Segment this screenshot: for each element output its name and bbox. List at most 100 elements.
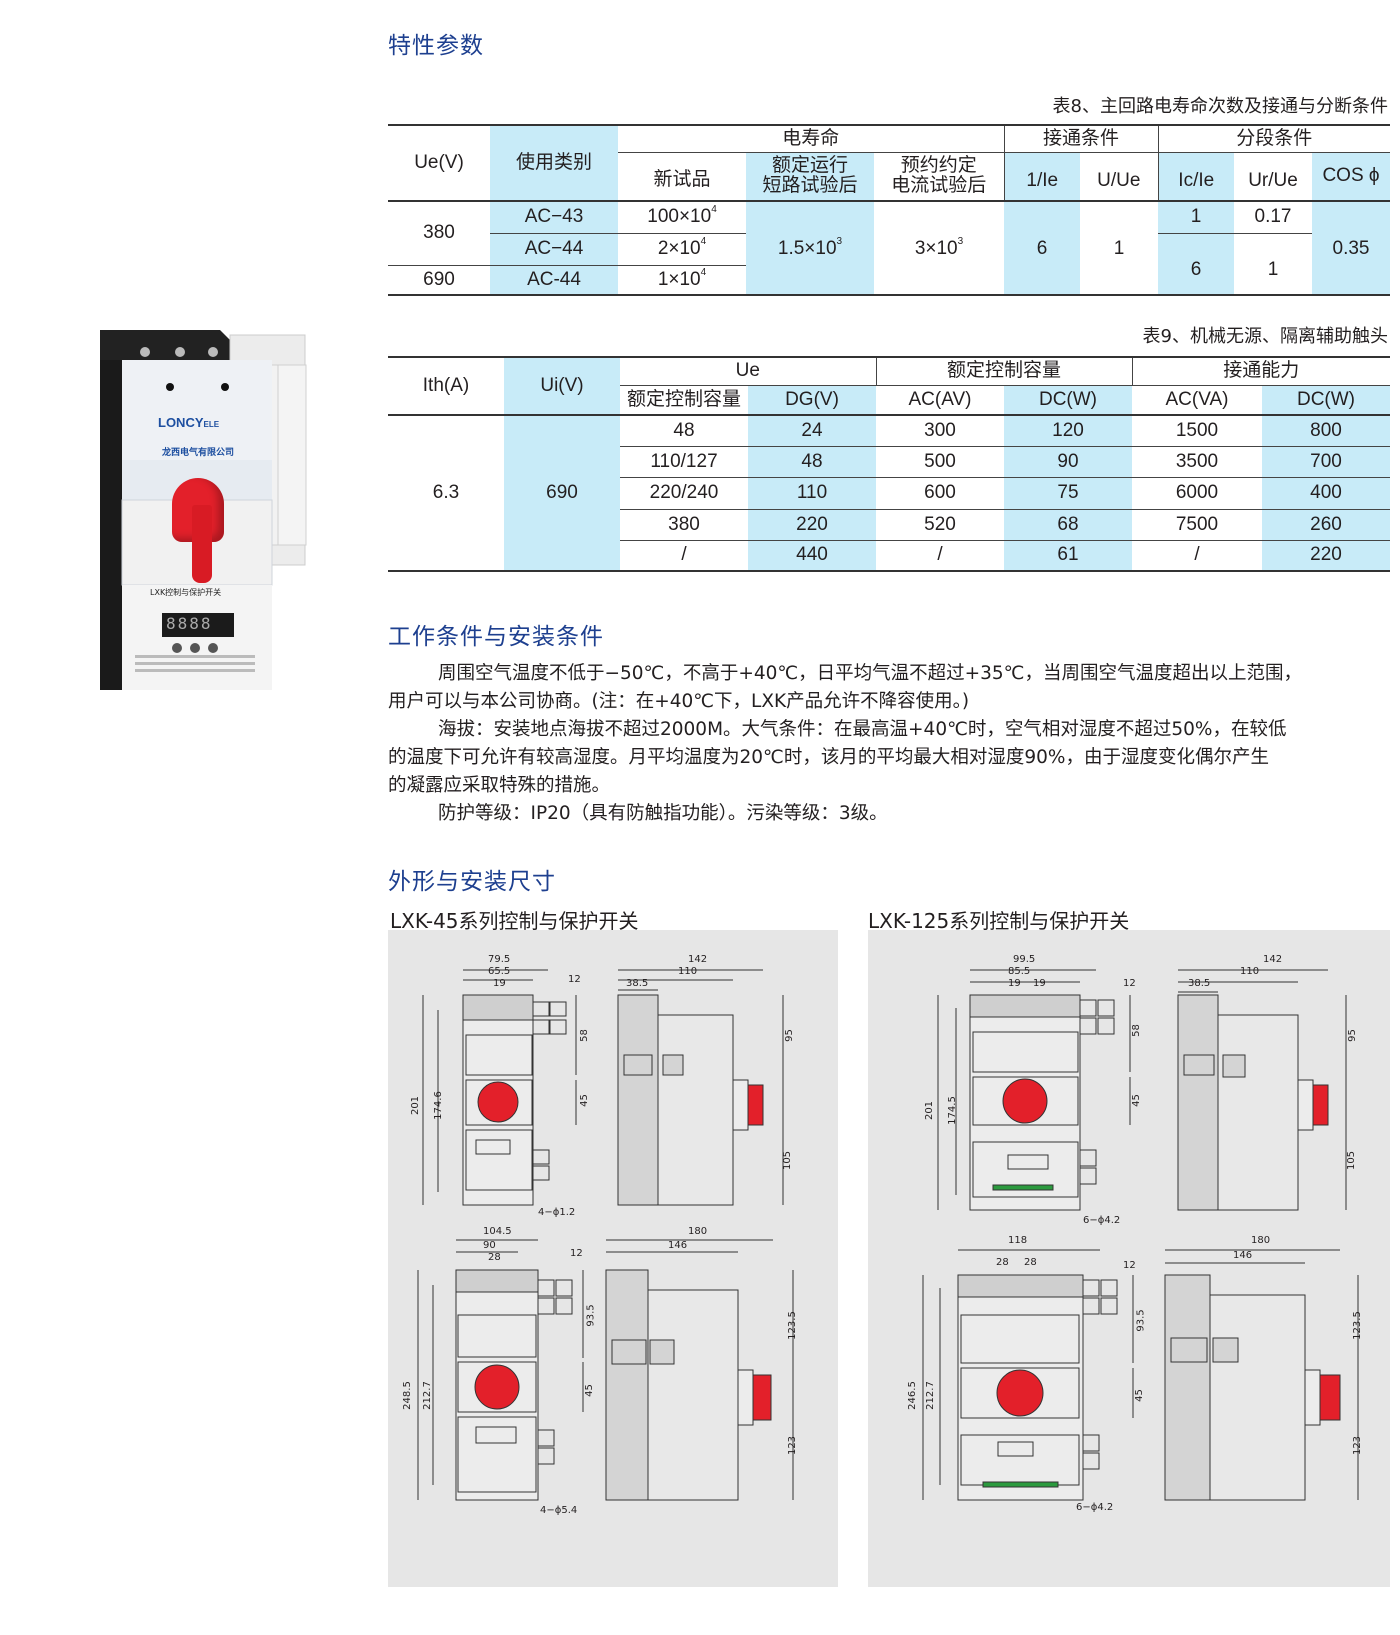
table-cell: 110/127 [620, 445, 748, 477]
th-after-short: 额定运行短路试验后 [746, 151, 874, 202]
th-u-ue: U/Ue [1080, 151, 1159, 202]
dim-label: 180 [688, 1226, 708, 1237]
cell-cos: 0.35 [1312, 201, 1390, 295]
th-dg: DG(V) [748, 384, 876, 416]
cell-after-current: 3×103 [914, 235, 964, 259]
dim-label: 45 [578, 1094, 590, 1107]
lxk125-side-top [1177, 969, 1347, 1211]
dim-label: 19 [493, 978, 506, 989]
lxk125-side-bottom [1164, 1249, 1359, 1501]
table-cell: 120 [1004, 415, 1132, 446]
table9: Ith(A) Ui(V) Ue 额定控制容量 接通能力 额定控制容量 DG(V)… [388, 356, 1390, 572]
knob-handle [192, 505, 212, 583]
dim-label: 123 [1352, 1435, 1364, 1456]
cell-category: AC-44 [490, 264, 618, 296]
table-cell: 400 [1262, 476, 1390, 509]
table-cell: 24 [748, 415, 876, 446]
th-ith: Ith(A) [388, 356, 504, 416]
cell-ic-ie-1: 1 [1158, 201, 1234, 233]
th-rated-cap: 额定控制容量 [876, 356, 1133, 385]
table-cell: / [1132, 539, 1262, 572]
dim-label: 123.5 [786, 1311, 798, 1340]
th-ic-ie: Ic/Ie [1158, 151, 1234, 202]
dim-label: 28 [996, 1257, 1009, 1268]
table-cell: 90 [1004, 445, 1132, 477]
dim-label: 105 [782, 1150, 794, 1171]
table-cell: 300 [924, 419, 956, 441]
dim-label: 65.5 [488, 966, 511, 977]
cell-category: AC−43 [490, 201, 618, 233]
lxk45-drawing-panel: 79.5 65.5 19 12 201 174.6 58 45 4−ϕ1.2 1… [388, 930, 838, 1587]
lxk45-front-bottom [417, 1239, 584, 1501]
conditions-text: 周围空气温度不低于−50℃，不高于+40℃，日平均气温不超过+35℃，当周围空气… [388, 660, 1398, 828]
product-label: LXK控制与保护开关 [150, 588, 222, 597]
cell-ui: 690 [504, 415, 620, 572]
dim-label: 90 [483, 1240, 496, 1251]
dim-label: 93.5 [585, 1304, 597, 1327]
cell-ith: 6.3 [388, 415, 504, 572]
conditions-alt-3: 的凝露应采取特殊的措施。 [388, 775, 611, 796]
dim-label: 212.7 [421, 1381, 433, 1410]
dim-label: 4−ϕ1.2 [538, 1207, 576, 1218]
dim-label: 105 [1346, 1150, 1358, 1171]
table8-caption: 表8、主回路电寿命次数及接通与分断条件 [1052, 96, 1388, 117]
table-cell: 48 [748, 445, 876, 477]
dim-label: 95 [783, 1029, 795, 1042]
dim-label: 123.5 [1351, 1311, 1363, 1340]
table8-bottom-rule [388, 294, 1390, 296]
lxk125-drawing-panel: 99.5 85.5 19 19 12 201 174.5 58 45 6−ϕ4.… [868, 930, 1390, 1587]
dim-label: 246.5 [906, 1381, 918, 1410]
table-cell: / [620, 539, 748, 572]
cell-i-ie: 6 [1004, 201, 1080, 295]
table-cell: 6000 [1132, 476, 1262, 509]
dim-label: 93.5 [1135, 1309, 1147, 1332]
dim-label: 110 [1240, 966, 1260, 977]
dim-label: 174.6 [432, 1091, 444, 1120]
table-cell: 220 [1262, 539, 1390, 572]
table9-caption: 表9、机械无源、隔离辅助触头 [1142, 326, 1388, 347]
th-ac-av: AC(AV) [876, 384, 1004, 416]
dim-label: 123 [787, 1435, 799, 1456]
dim-label: 95 [1346, 1029, 1358, 1042]
dim-label: 104.5 [483, 1226, 512, 1237]
table-cell: 3500 [1132, 445, 1262, 477]
dim-label: 180 [1251, 1235, 1271, 1246]
conditions-temp-2: 用户可以与本公司协商。(注：在+40℃下，LXK产品允许不降容使用。) [388, 691, 970, 712]
th-make: 接通条件 [1004, 124, 1159, 152]
table-cell: 700 [1262, 445, 1390, 477]
lxk125-caption: LXK-125系列控制与保护开关 [868, 909, 1130, 933]
cell-ue-380: 380 [423, 222, 455, 244]
th-elec-life: 电寿命 [618, 124, 1005, 152]
conditions-alt-1: 海拔：安装地点海拔不超过2000M。大气条件：在最高温+40℃时，空气相对湿度不… [438, 719, 1287, 740]
cell-ic-ie-2: 6 [1158, 232, 1234, 295]
table-cell: 220 [748, 508, 876, 540]
table-cell: 520 [876, 508, 1004, 540]
dim-label: 212.7 [924, 1381, 936, 1410]
dim-label: 12 [1123, 978, 1136, 989]
dim-label: 248.5 [401, 1381, 413, 1410]
dim-label: 6−ϕ4.2 [1076, 1502, 1114, 1513]
table-cell: 1500 [1175, 419, 1219, 441]
table-cell: 440 [748, 539, 876, 572]
conditions-alt-2: 的温度下可允许有较高湿度。月平均温度为20℃时，该月的平均最大相对湿度90%，由… [388, 747, 1269, 768]
table-cell: 48 [673, 419, 695, 441]
cell-new-sample: 2×104 [618, 232, 746, 265]
dim-label: 19 [1008, 978, 1021, 989]
th-ur-ue: Ur/Ue [1234, 151, 1312, 202]
table-cell: 7500 [1132, 508, 1262, 540]
cell-after-short: 1.5×103 [746, 200, 874, 295]
th-cos: COS ϕ [1312, 151, 1390, 202]
dim-label: 201 [410, 1095, 422, 1116]
lxk45-front-top [422, 969, 577, 1206]
dim-label: 79.5 [488, 954, 511, 965]
lxk45-caption: LXK-45系列控制与保护开关 [390, 909, 639, 933]
dim-label: 174.5 [946, 1096, 958, 1125]
cell-ur-ue-2: 1 [1234, 232, 1312, 295]
cell-category: AC−44 [490, 232, 618, 265]
table-cell: 220/240 [620, 476, 748, 509]
dim-label: 6−ϕ4.2 [1083, 1215, 1121, 1226]
dim-label: 19 [1033, 978, 1046, 989]
dim-label: 28 [1024, 1257, 1037, 1268]
dim-label: 201 [924, 1100, 936, 1121]
dim-label: 142 [688, 954, 708, 965]
